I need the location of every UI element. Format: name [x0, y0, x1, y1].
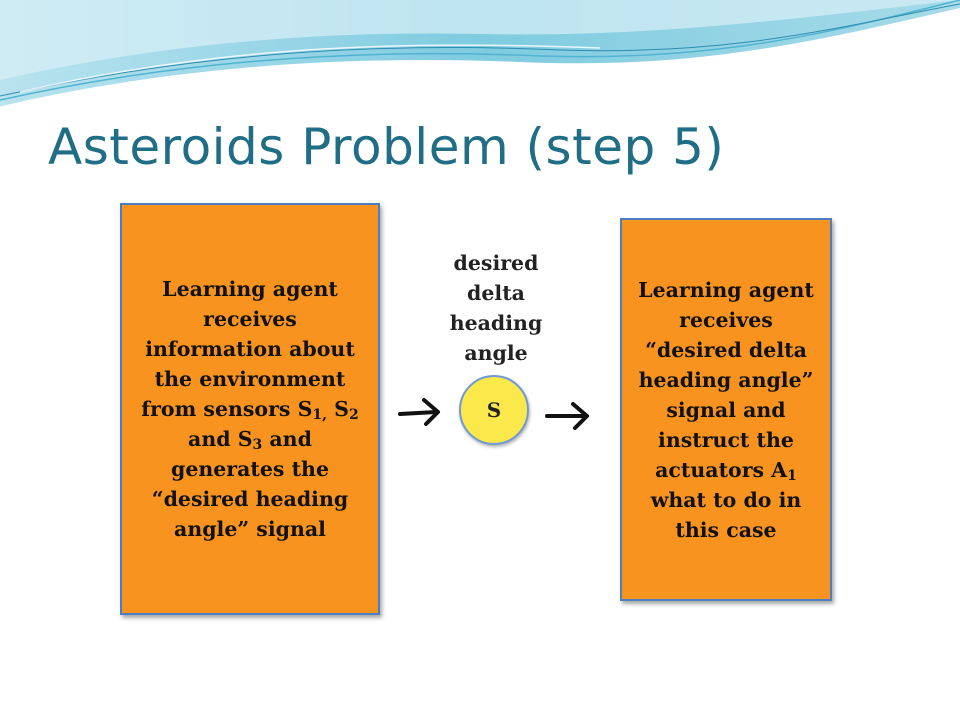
arrow-right-icon: [545, 402, 589, 430]
left-agent-box: Learning agent receives information abou…: [120, 203, 380, 615]
right-agent-text: Learning agent receives “desired delta h…: [638, 277, 814, 542]
signal-node-label: S: [486, 398, 502, 422]
arrow-right-icon: [398, 398, 440, 426]
slide-title: Asteroids Problem (step 5): [48, 118, 725, 176]
right-agent-box: Learning agent receives “desired delta h…: [620, 218, 832, 601]
header-wave-decoration: [0, 0, 960, 110]
signal-label: desired delta heading angle: [449, 251, 543, 365]
left-agent-text: Learning agent receives information abou…: [141, 277, 359, 541]
signal-node: S: [459, 375, 529, 445]
